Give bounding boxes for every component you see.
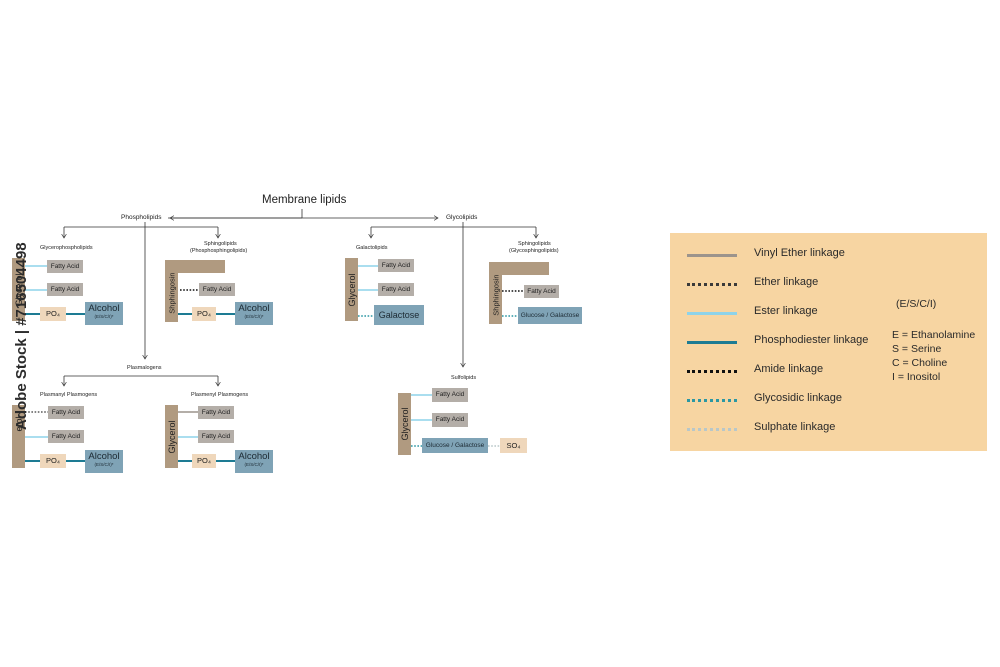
label-plasmanyl: Plasmanyl Plasmogens [40, 392, 98, 398]
fatty-acid-block: Fatty Acid [432, 413, 468, 427]
fatty-acid-block: Fatty Acid [378, 283, 414, 296]
legend-swatch [687, 370, 737, 373]
po4-block: PO₄ [192, 307, 216, 321]
legend-label: Ether linkage [754, 276, 819, 288]
label-sphingolipids-glyco: Sphingolipids [518, 241, 551, 247]
alcohol-label: Alcohol [88, 451, 120, 462]
sphingosine-label: Shphingosine [167, 268, 176, 314]
glycerol-block: Glycerol [398, 393, 411, 455]
label-plasmenyl: Plasmenyl Plasmogens [191, 392, 249, 398]
alcohol-label: Alcohol [88, 303, 120, 314]
fatty-acid-block: Fatty Acid [48, 430, 84, 443]
glycerol-label: Glycerol [346, 272, 357, 307]
fatty-acid-block: Fatty Acid [47, 283, 83, 296]
glucose-galactose-block: Glucose / Galactose [422, 438, 488, 453]
legend-swatch [687, 399, 737, 402]
label-plasmalogens: Plasmalogens [127, 365, 162, 371]
alcohol-sublabel: (E/S/C/I)* [244, 314, 264, 319]
glycerol-block: Glycerol [12, 258, 25, 321]
key-item: C = Choline [892, 357, 948, 369]
label-glycosphingolipids: (Glycosphingolipids) [509, 248, 559, 254]
legend-label: Ester linkage [754, 305, 818, 317]
legend-swatch [687, 254, 737, 257]
legend-label: Glycosidic linkage [754, 392, 843, 404]
watermark-text: Adobe Stock | #716504498 [13, 242, 30, 430]
legend-label: Amide linkage [754, 363, 824, 375]
so4-block: SO₄ [500, 438, 527, 453]
legend-label: Vinyl Ether linkage [754, 247, 845, 259]
fatty-acid-block: Fatty Acid [47, 260, 83, 273]
key-item: E = Ethanolamine [892, 329, 976, 341]
po4-block: PO₄ [40, 454, 66, 468]
glycerol-block: Glycerol [345, 258, 358, 321]
alcohol-sublabel: (E/S/C/I)* [94, 462, 114, 467]
sphingosine-label: Shphingosine [491, 270, 500, 316]
label-sulfolipids: Sulfolipids [451, 375, 477, 381]
fatty-acid-block: Fatty Acid [198, 406, 234, 419]
legend-swatch [687, 428, 737, 431]
diagram-title: Membrane lipids [262, 194, 347, 206]
key-item: S = Serine [892, 343, 942, 355]
label-glycolipids: Glycolipids [446, 214, 478, 221]
alcohol-block: Alcohol (E/S/C/I)* [235, 302, 273, 325]
alcohol-block: Alcohol (E/S/C/I)* [85, 302, 123, 325]
glycerol-block: Glycerol [165, 405, 178, 468]
sphingosine-chain [165, 260, 225, 273]
sphingosine-block: Shphingosine [489, 262, 502, 324]
alcohol-block: Alcohol (E/S/C/I)* [235, 450, 273, 473]
po4-block: PO₄ [192, 454, 216, 468]
legend-swatch [687, 341, 737, 344]
legend-swatch [687, 283, 737, 286]
galactose-block: Galactose [374, 305, 424, 325]
glycerol-block-partial: erol [12, 405, 25, 468]
fatty-acid-block: Fatty Acid [378, 259, 414, 272]
label-sphingolipids-phospho: Sphingolipids [204, 241, 237, 247]
glucose-galactose-block: Glucose / Galactose [518, 307, 582, 324]
label-phospholipids: Phospholipids [121, 214, 162, 221]
sphingosine-block: Shphingosine [165, 260, 178, 322]
key-title: (E/S/C/I) [896, 298, 937, 310]
sphingosine-chain [489, 262, 549, 275]
legend-label: Phosphodiester linkage [754, 334, 869, 346]
alcohol-label: Alcohol [238, 303, 270, 314]
fatty-acid-block: Fatty Acid [48, 406, 84, 419]
alcohol-sublabel: (E/S/C/I)* [244, 462, 264, 467]
key-item: I = Inositol [892, 371, 941, 383]
label-phosphosphingolipids: (Phosphosphingolipids) [190, 248, 248, 254]
fatty-acid-block: Fatty Acid [524, 285, 559, 298]
alcohol-sublabel: (E/S/C/I)* [94, 314, 114, 319]
legend-label: Sulphate linkage [754, 421, 836, 433]
po4-block: PO₄ [40, 307, 66, 321]
legend-swatch [687, 312, 737, 315]
fatty-acid-block: Fatty Acid [199, 283, 235, 296]
fatty-acid-block: Fatty Acid [432, 388, 468, 402]
label-glycerophospholipids: Glycerophospholipids [40, 245, 93, 251]
alcohol-block: Alcohol (E/S/C/I)* [85, 450, 123, 473]
label-galactolipids: Galactolipids [356, 245, 388, 251]
glycerol-label: Glycerol [399, 407, 410, 441]
fatty-acid-block: Fatty Acid [198, 430, 234, 443]
alcohol-label: Alcohol [238, 451, 270, 462]
glycerol-label: Glycerol [166, 419, 177, 454]
